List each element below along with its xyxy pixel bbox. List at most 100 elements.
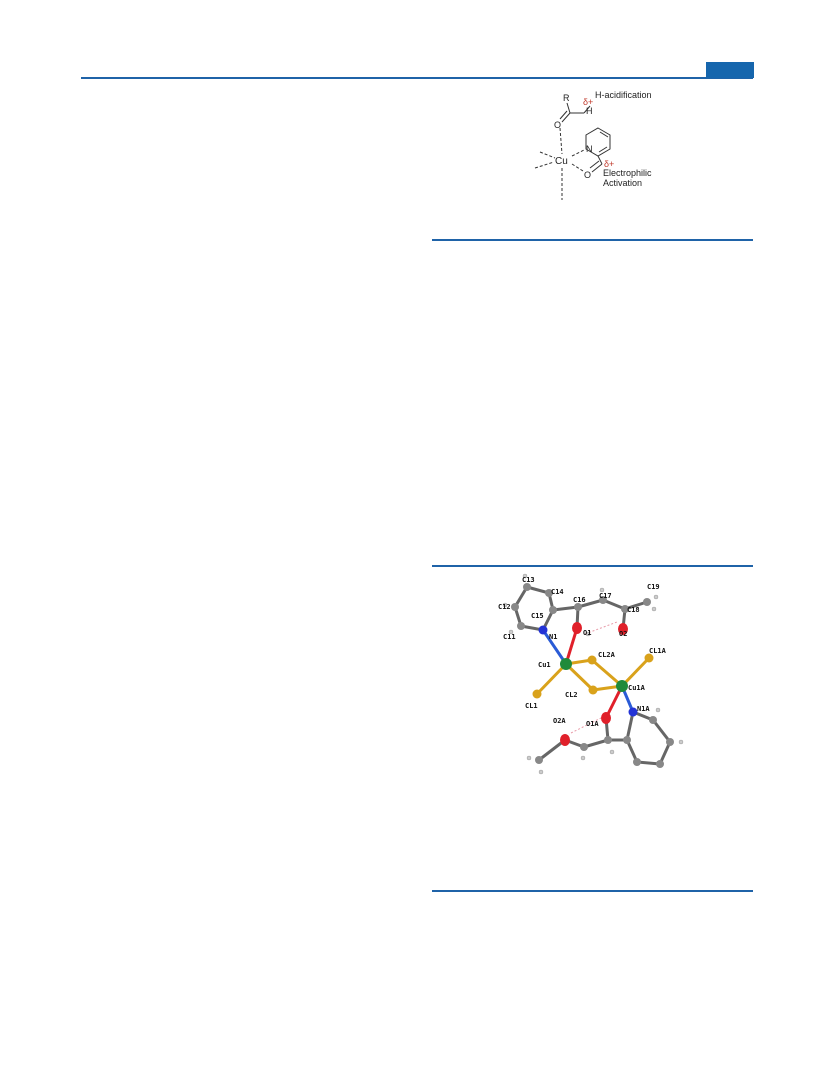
cu-label: Cu (555, 156, 568, 167)
label-c18: C18 (627, 606, 640, 614)
atom-cl1 (532, 689, 542, 699)
o-top-label: O (554, 120, 561, 130)
label-n1: N1 (549, 633, 557, 641)
label-cl2a: CL2A (598, 651, 616, 659)
atom-o1a (601, 712, 611, 724)
label-c13: C13 (522, 576, 535, 584)
atom-c14 (545, 589, 553, 597)
hbond-o1-o2 (584, 621, 618, 635)
atom-h3 (508, 629, 514, 635)
atom-lower-c6 (604, 736, 612, 744)
lower-pyridine-ring (625, 709, 672, 766)
bond-c-ch3-lower (537, 738, 567, 762)
bond-c-o-bottom (591, 163, 603, 173)
atom-cu1a (616, 680, 628, 692)
atom-o2a (560, 734, 570, 746)
label-n1a: N1A (637, 705, 650, 713)
electrophilic-label-1: Electrophilic (603, 168, 652, 178)
label-cl2: CL2 (565, 691, 578, 699)
atom-cu1 (560, 658, 572, 670)
atom-cl2a (587, 655, 597, 665)
coord-n (571, 149, 585, 157)
label-c14: C14 (551, 588, 564, 596)
atom-lower-c3 (656, 760, 664, 768)
coordination-scheme-figure: R δ+ H H-acidification O N Cu δ+ O Elect… (534, 90, 652, 200)
label-c19: C19 (647, 583, 660, 591)
pyridine-double-2 (598, 146, 608, 153)
label-c12: C12 (498, 603, 511, 611)
atom-lower-c2 (666, 738, 674, 746)
n-label: N (586, 144, 593, 154)
atom-c18 (621, 605, 629, 613)
coord-left-lower (534, 161, 555, 169)
header-rule (81, 77, 753, 79)
atom-h7 (585, 631, 591, 637)
atom-h11 (580, 755, 586, 761)
atom-c12 (511, 603, 519, 611)
electrophilic-label-2: Activation (603, 178, 642, 188)
label-o2: O2 (619, 630, 627, 638)
coord-o-bottom (571, 163, 584, 172)
atom-h5 (653, 594, 659, 600)
atom-h10 (609, 749, 615, 755)
atom-h12 (538, 769, 544, 775)
atom-c11 (517, 622, 525, 630)
label-c16: C16 (573, 596, 586, 604)
atom-n1 (538, 625, 548, 635)
atom-lower-c7 (580, 743, 588, 751)
bond-o1-cu1 (564, 626, 579, 666)
atom-c13 (523, 583, 531, 591)
atom-h4 (599, 587, 605, 593)
atom-c19 (643, 598, 651, 606)
coord-o-top (559, 127, 563, 155)
label-cl1a: CL1A (649, 647, 667, 655)
label-o2a: O2A (553, 717, 566, 725)
atom-h9 (678, 739, 684, 745)
bond-cu1a-cl1a (620, 656, 651, 688)
bond-c-o-top-double (559, 110, 568, 120)
bond-c-o-top (561, 112, 571, 123)
atom-lower-c8 (535, 756, 543, 764)
bond-c16-c17 (576, 598, 605, 609)
atom-h13 (526, 755, 532, 761)
atom-c15 (549, 606, 557, 614)
bond-cu1-cl1 (535, 662, 568, 696)
label-o1: O1 (583, 629, 591, 637)
atom-lower-c4 (633, 758, 641, 766)
label-cu1a: Cu1A (628, 684, 646, 692)
crystal-structure-figure: C13 C14 C12 C16 C17 C19 C18 C15 O1 O2 C1… (498, 573, 684, 775)
bond-c-o-bottom-double (589, 160, 600, 169)
o-bottom-label: O (584, 170, 591, 180)
atom-o1 (572, 622, 582, 634)
label-cl1: CL1 (525, 702, 538, 710)
atom-h1 (522, 573, 528, 579)
bond-n1-cu1 (541, 628, 568, 666)
atom-h2 (502, 602, 508, 608)
atom-cl1a (644, 653, 654, 663)
delta-right-label: δ+ (604, 159, 614, 169)
label-cu1: Cu1 (538, 661, 551, 669)
label-c11: C11 (503, 633, 516, 641)
atom-lower-c1 (649, 716, 657, 724)
atom-lower-c5 (623, 736, 631, 744)
h-acidification-label: H-acidification (595, 90, 652, 100)
bond-ring-c (597, 155, 603, 165)
section-rule-3 (432, 890, 753, 892)
atom-c16 (574, 603, 582, 611)
label-o1a: O1A (586, 720, 599, 728)
label-c15: C15 (531, 612, 544, 620)
section-rule-2 (432, 565, 753, 567)
bond-c-c-lower (582, 738, 610, 749)
delta-top-label: δ+ (583, 97, 593, 107)
label-c17: C17 (599, 592, 612, 600)
bond-cu1-cl2 (564, 662, 595, 692)
bond-r-c (566, 102, 571, 114)
bond-cl2a-cu1a (590, 658, 624, 688)
atom-h6 (651, 606, 657, 612)
h-label: H (586, 106, 593, 116)
header-tab (706, 62, 754, 78)
atom-n1a (628, 707, 638, 717)
atom-h8 (655, 707, 661, 713)
pyridine-double-1 (599, 131, 609, 138)
atom-cl2 (588, 685, 598, 695)
